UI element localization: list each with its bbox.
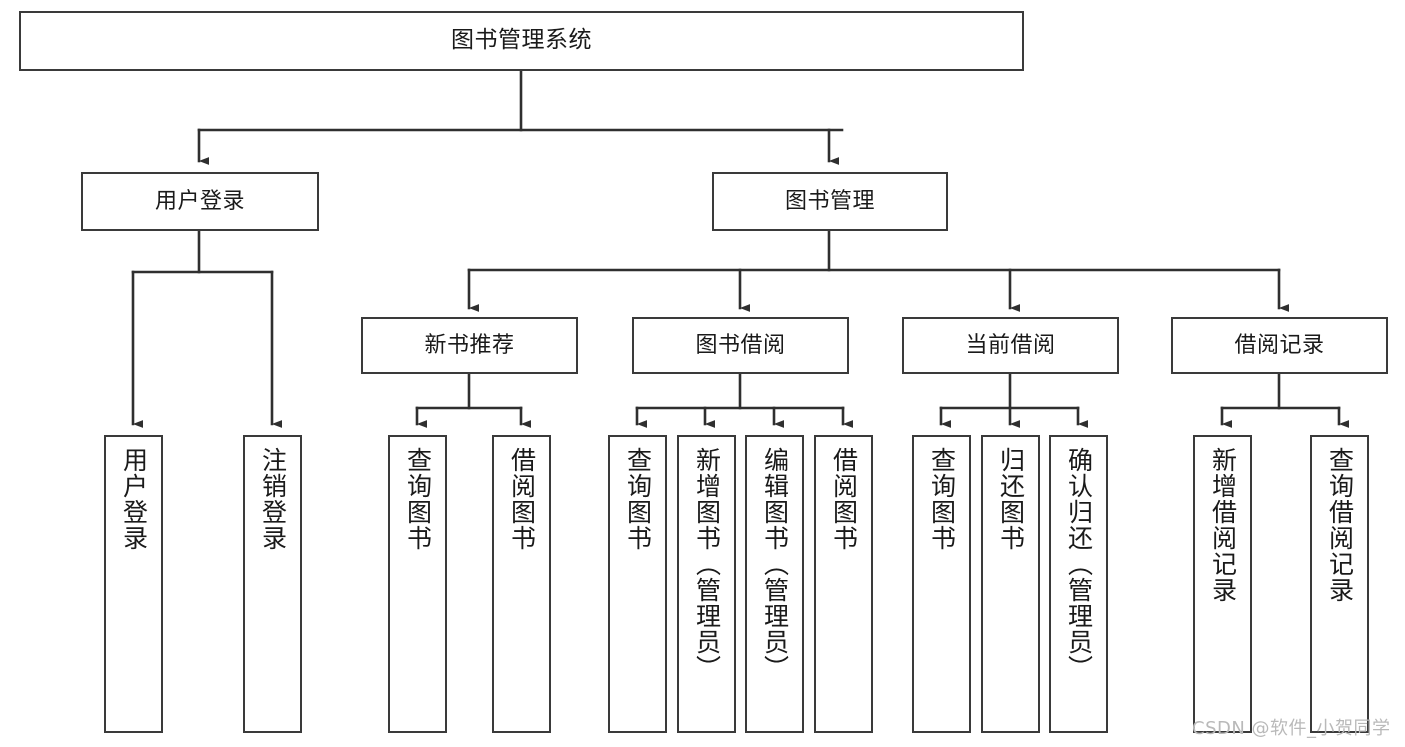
node-leaf-logout[interactable]: 注销登录	[243, 435, 302, 733]
node-label: 图书管理	[784, 188, 875, 214]
node-new-book-recommend[interactable]: 新书推荐	[361, 317, 578, 374]
node-leaf-borrow-book-2[interactable]: 借阅图书	[814, 435, 873, 733]
node-book-borrow[interactable]: 图书借阅	[632, 317, 849, 374]
node-label: 借阅记录	[1234, 332, 1325, 358]
node-current-borrow[interactable]: 当前借阅	[902, 317, 1119, 374]
csdn-watermark: CSDN @软件_小贺同学	[1192, 718, 1391, 739]
node-label: 编辑图书（管理员）	[760, 447, 790, 681]
node-label: 查询借阅记录	[1325, 447, 1355, 603]
node-leaf-query-record[interactable]: 查询借阅记录	[1310, 435, 1369, 733]
node-user-login[interactable]: 用户登录	[81, 172, 319, 231]
node-label: 查询图书	[927, 447, 957, 551]
node-root-system[interactable]: 图书管理系统	[19, 11, 1024, 71]
node-leaf-return-book[interactable]: 归还图书	[981, 435, 1040, 733]
node-leaf-borrow-book-1[interactable]: 借阅图书	[492, 435, 551, 733]
node-label: 注销登录	[258, 447, 288, 551]
node-label: 查询图书	[403, 447, 433, 551]
node-label: 借阅图书	[507, 447, 537, 551]
node-label: 新书推荐	[424, 332, 515, 358]
node-leaf-query-book-1[interactable]: 查询图书	[388, 435, 447, 733]
node-label: 用户登录	[119, 447, 149, 551]
node-label: 当前借阅	[965, 332, 1056, 358]
node-label: 图书借阅	[695, 332, 786, 358]
node-label: 用户登录	[154, 188, 245, 214]
node-leaf-add-record[interactable]: 新增借阅记录	[1193, 435, 1252, 733]
node-book-manage[interactable]: 图书管理	[712, 172, 948, 231]
node-leaf-query-book-3[interactable]: 查询图书	[912, 435, 971, 733]
node-label: 新增图书（管理员）	[692, 447, 722, 681]
node-leaf-user-login[interactable]: 用户登录	[104, 435, 163, 733]
node-leaf-edit-book[interactable]: 编辑图书（管理员）	[745, 435, 804, 733]
node-label: 查询图书	[623, 447, 653, 551]
node-leaf-query-book-2[interactable]: 查询图书	[608, 435, 667, 733]
node-leaf-add-book[interactable]: 新增图书（管理员）	[677, 435, 736, 733]
node-label: 确认归还（管理员）	[1064, 447, 1094, 681]
node-label: 借阅图书	[829, 447, 859, 551]
node-leaf-confirm-return[interactable]: 确认归还（管理员）	[1049, 435, 1108, 733]
node-label: 图书管理系统	[451, 27, 592, 54]
node-label: 归还图书	[996, 447, 1026, 551]
node-label: 新增借阅记录	[1208, 447, 1238, 603]
node-borrow-record[interactable]: 借阅记录	[1171, 317, 1388, 374]
